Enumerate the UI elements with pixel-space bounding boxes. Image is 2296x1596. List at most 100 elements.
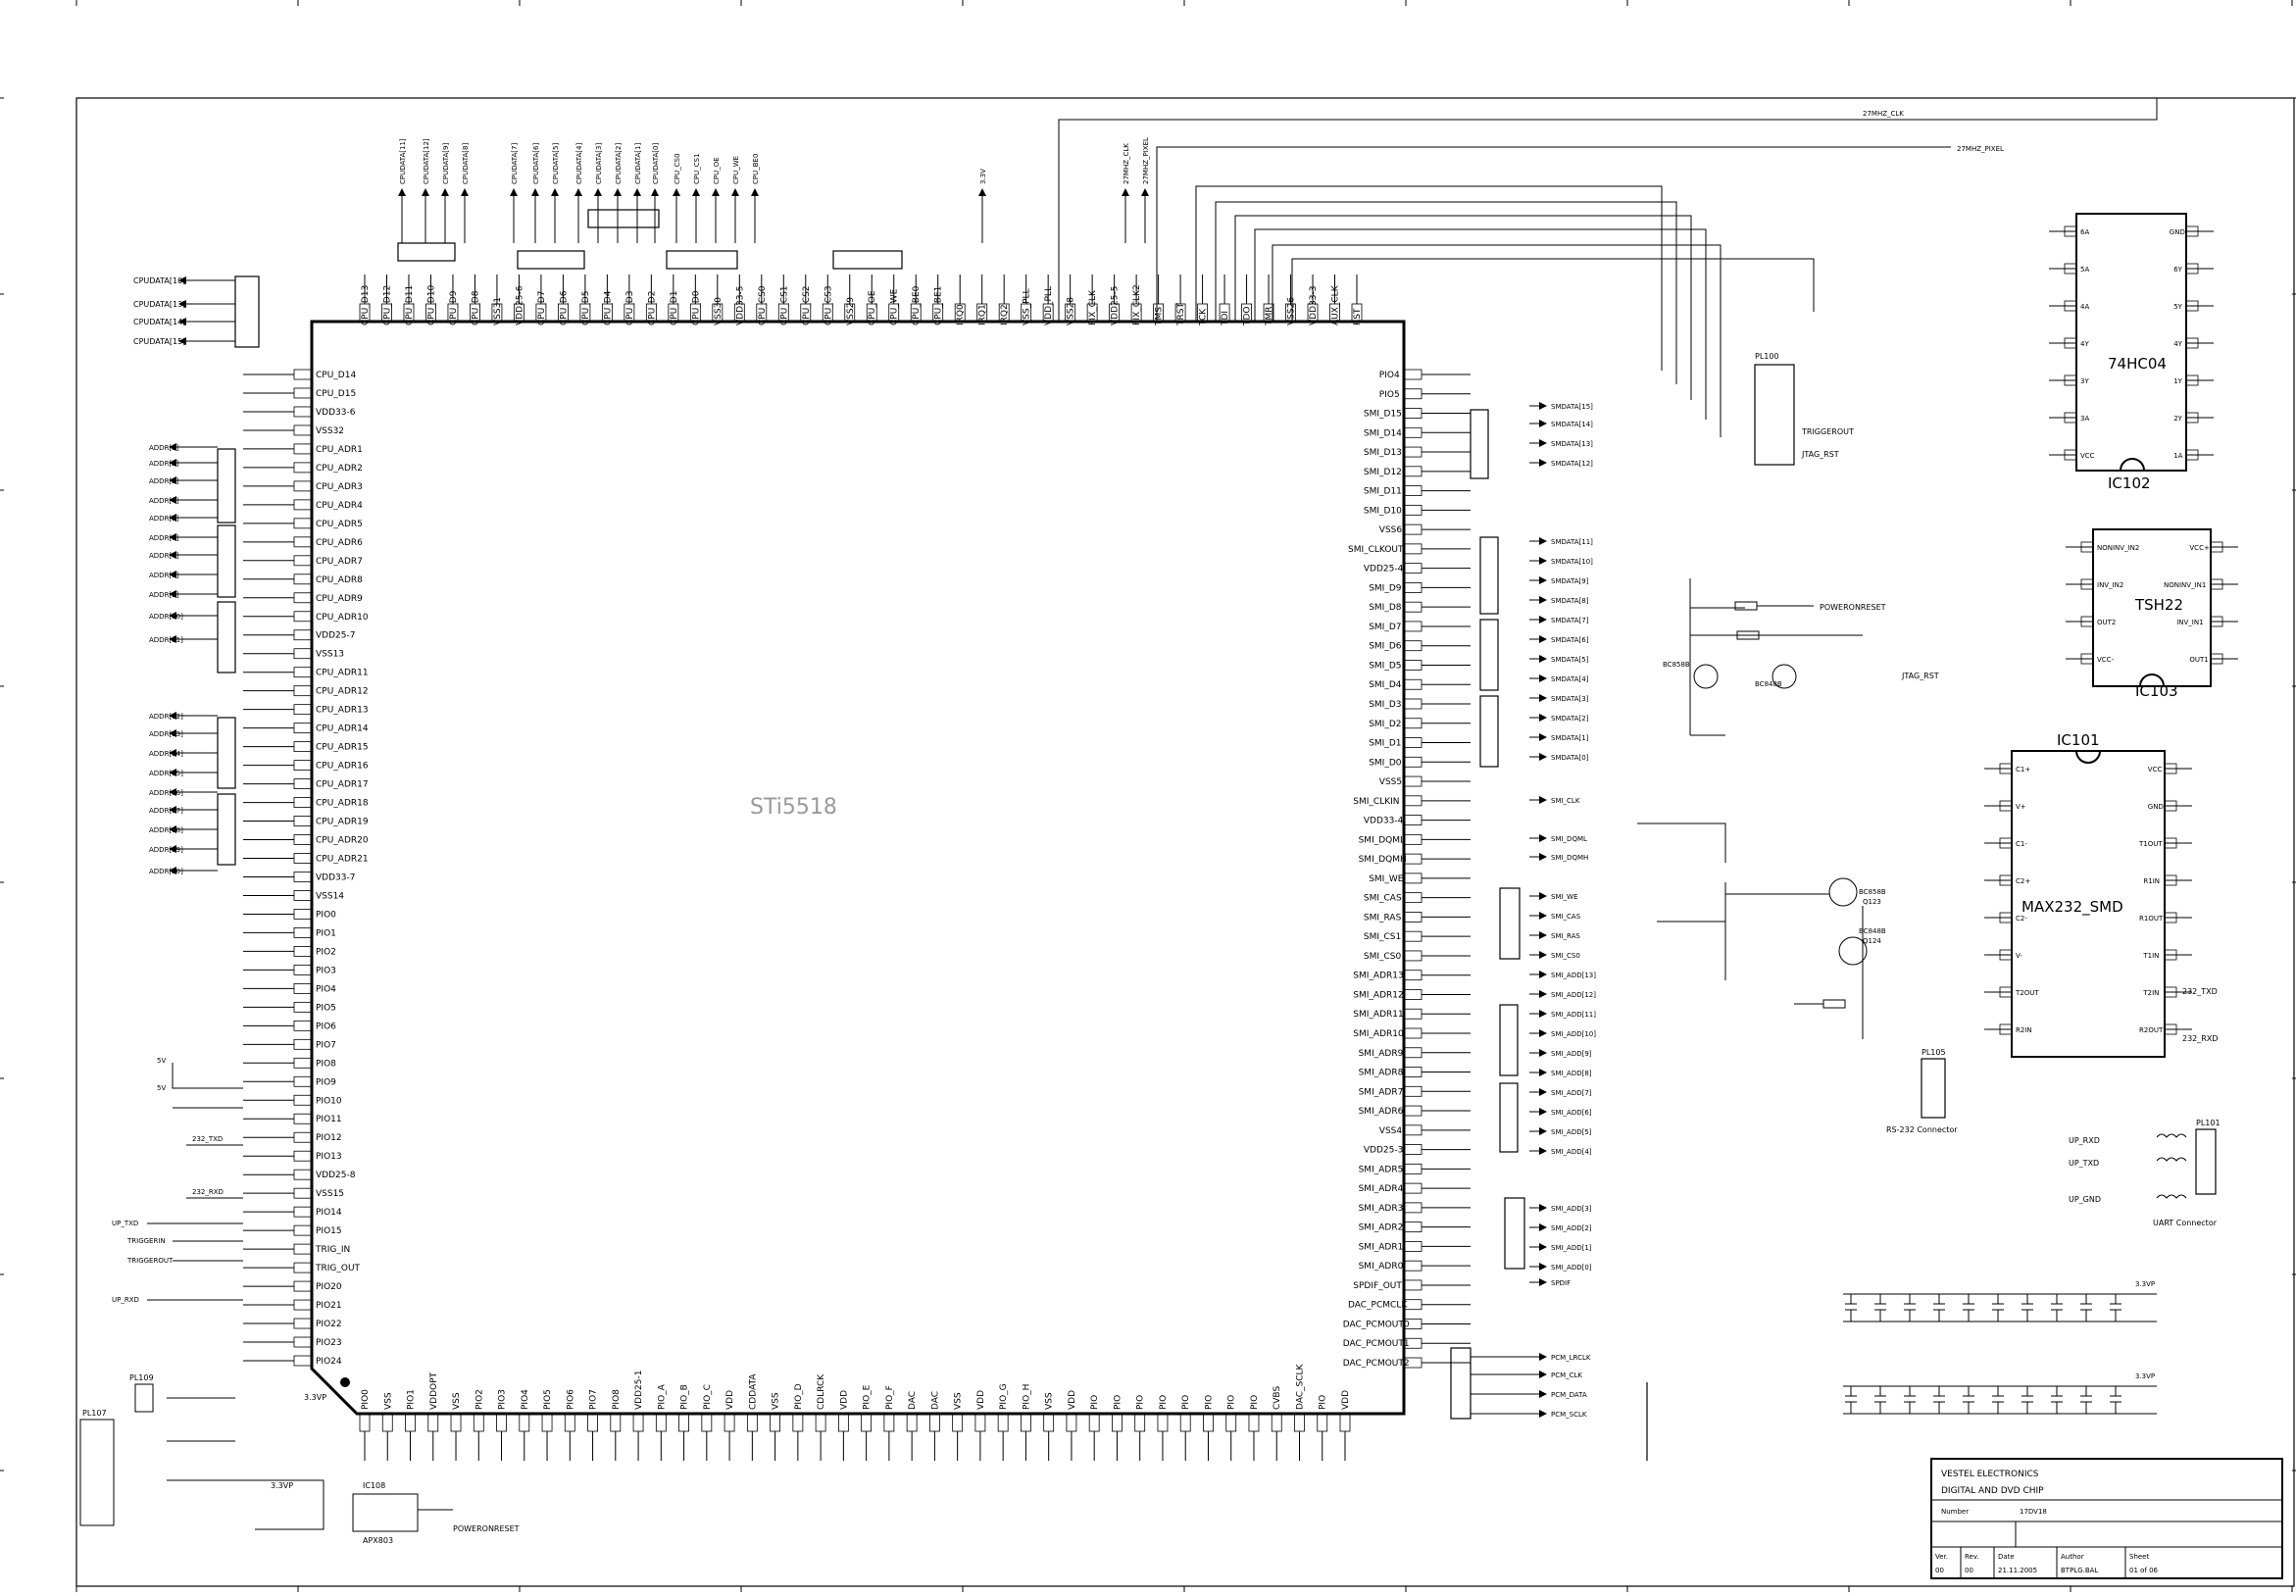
ic-pin-box	[2164, 1023, 2177, 1035]
net-label: CPUDATA[9]	[442, 143, 450, 184]
chip-pin-label: CPU_D0	[691, 290, 701, 325]
ic-pin-box	[1999, 986, 2013, 998]
chip-pin-label: SMI_D14	[1364, 428, 1402, 438]
ic-pin-label: NONINV_IN2	[2097, 544, 2139, 552]
ic-pin-label: C2+	[2016, 877, 2030, 885]
chip-pin-label: CPU_ADR6	[316, 538, 363, 548]
pin-box	[293, 1206, 313, 1218]
pin-box	[1403, 1182, 1423, 1194]
chip-pin-label: SMI_ADR8	[1359, 1069, 1404, 1078]
ic-pin-label: 6A	[2080, 228, 2089, 236]
chip-pin-label: PIO_B	[680, 1384, 690, 1410]
ic-pin-label: NONINV_IN1	[2164, 581, 2206, 589]
pin-box	[1112, 1413, 1123, 1432]
pin-box	[1203, 1413, 1214, 1432]
net-label: ADDR[5]	[149, 515, 179, 523]
net-label: ADDR[4]	[149, 497, 179, 505]
net-label: CPUDATA[7]	[511, 143, 519, 184]
net-label: SMI_DQML	[1551, 835, 1587, 843]
pin-box	[359, 1413, 371, 1432]
chip-pin-label: PIO12	[316, 1133, 342, 1143]
chip-pin-label: SMI_D0	[1369, 758, 1402, 768]
chip-pin-label: SMI_ADR3	[1359, 1204, 1404, 1214]
net-label: ADDR[13]	[149, 730, 183, 738]
svg-text:27MHZ_PIXEL: 27MHZ_PIXEL	[1957, 145, 2004, 153]
pin-box	[1403, 446, 1423, 458]
ic-pin-box	[2164, 912, 2177, 923]
net-label: ADDR[8]	[149, 572, 179, 579]
chip-pin-label: VSS30	[714, 297, 724, 325]
pin-box	[1403, 1047, 1423, 1059]
chip-pin-label: CPU_ADR12	[316, 687, 369, 697]
chip-pin-label: VSS	[383, 1392, 393, 1410]
svg-text:UP_RXD: UP_RXD	[112, 1296, 139, 1304]
pin-box	[1403, 601, 1423, 613]
net-label: PCM_SCLK	[1551, 1411, 1587, 1419]
pin-box	[1157, 1413, 1169, 1432]
ic-pin-label: R1IN	[2143, 877, 2160, 885]
chip-pin-label: CPU_D13	[361, 285, 371, 325]
pin-box	[293, 536, 313, 548]
pin-box	[837, 1413, 849, 1432]
pin-box	[861, 1413, 873, 1432]
pin-box	[293, 1243, 313, 1255]
pin-box	[293, 387, 313, 399]
net-arrow	[1141, 188, 1149, 196]
jtag-connector: PL100 TRIGGEROUT JTAG_RST	[1754, 352, 1854, 466]
chip-pin-label: VDD25-7	[316, 631, 355, 641]
chip-pin-label: SMI_ADR7	[1359, 1087, 1404, 1097]
pin-box	[293, 1057, 313, 1069]
pin-box	[1403, 1008, 1423, 1020]
svg-text:00: 00	[1965, 1567, 1973, 1574]
ic-pin-box	[2164, 949, 2177, 961]
svg-text:IC103: IC103	[2135, 682, 2178, 700]
ic-pin-box	[2210, 653, 2223, 665]
chip-pin-label: SMI_ADR2	[1359, 1223, 1404, 1233]
net-arrow	[1539, 931, 1547, 939]
ic-pin-label: 5Y	[2173, 303, 2182, 311]
pin-box	[610, 1413, 622, 1432]
chip-pin-label: CPU_D2	[647, 291, 657, 325]
net-arrow	[169, 612, 176, 620]
ic-pin-label: C1+	[2016, 766, 2030, 773]
net-label: PCM_DATA	[1551, 1391, 1587, 1399]
net-label: CPUDATA[11]	[399, 138, 407, 184]
ic102-hex-inverter: 74HC04 IC102	[2075, 213, 2187, 492]
chip-pin-label: SMI_CAS	[1364, 894, 1402, 904]
net-arrow	[169, 749, 176, 757]
pin-box	[1403, 930, 1423, 942]
chip-pin-label: VDD33-6	[316, 408, 356, 418]
net-label: SMI_ADD[4]	[1551, 1148, 1592, 1156]
pin-box	[952, 1413, 964, 1432]
ic-pin-label: VCC	[2148, 766, 2163, 773]
pin-box	[1403, 543, 1423, 555]
chip-pin-label: VDD25-6	[515, 285, 524, 325]
chip-pin-label: PIO2	[474, 1389, 484, 1410]
chip-pin-label: SMI_D8	[1369, 603, 1402, 613]
net-label: SMI_ADD[9]	[1551, 1050, 1592, 1058]
net-arrow	[1539, 655, 1547, 663]
pin-box	[1403, 1144, 1423, 1155]
svg-text:IC102: IC102	[2108, 474, 2151, 492]
net-arrow	[1539, 694, 1547, 702]
left-misc-signals	[147, 1063, 243, 1301]
pin-box	[293, 927, 313, 938]
pin-box	[293, 462, 313, 474]
net-label: CPU_CS0	[674, 153, 681, 184]
pin-box	[293, 760, 313, 772]
chip-pin-label: CPU_BE0	[912, 285, 922, 325]
ic-pin-box	[2064, 374, 2077, 386]
pin-box	[1403, 408, 1423, 419]
chip-pin-label: SMI_D10	[1364, 506, 1402, 516]
ic-pin-box	[2064, 263, 2077, 274]
pin-box	[1403, 873, 1423, 884]
pin-box	[564, 1413, 575, 1432]
net-label: CPUDATA[0]	[652, 143, 660, 184]
pin-box	[405, 1413, 416, 1432]
pin-box	[974, 1413, 986, 1432]
svg-text:UP_RXD: UP_RXD	[2069, 1136, 2100, 1145]
chip-pin-label: PIO	[1090, 1395, 1100, 1410]
net-arrow	[1539, 753, 1547, 761]
chip-pin-label: CPU_ADR15	[316, 743, 369, 753]
